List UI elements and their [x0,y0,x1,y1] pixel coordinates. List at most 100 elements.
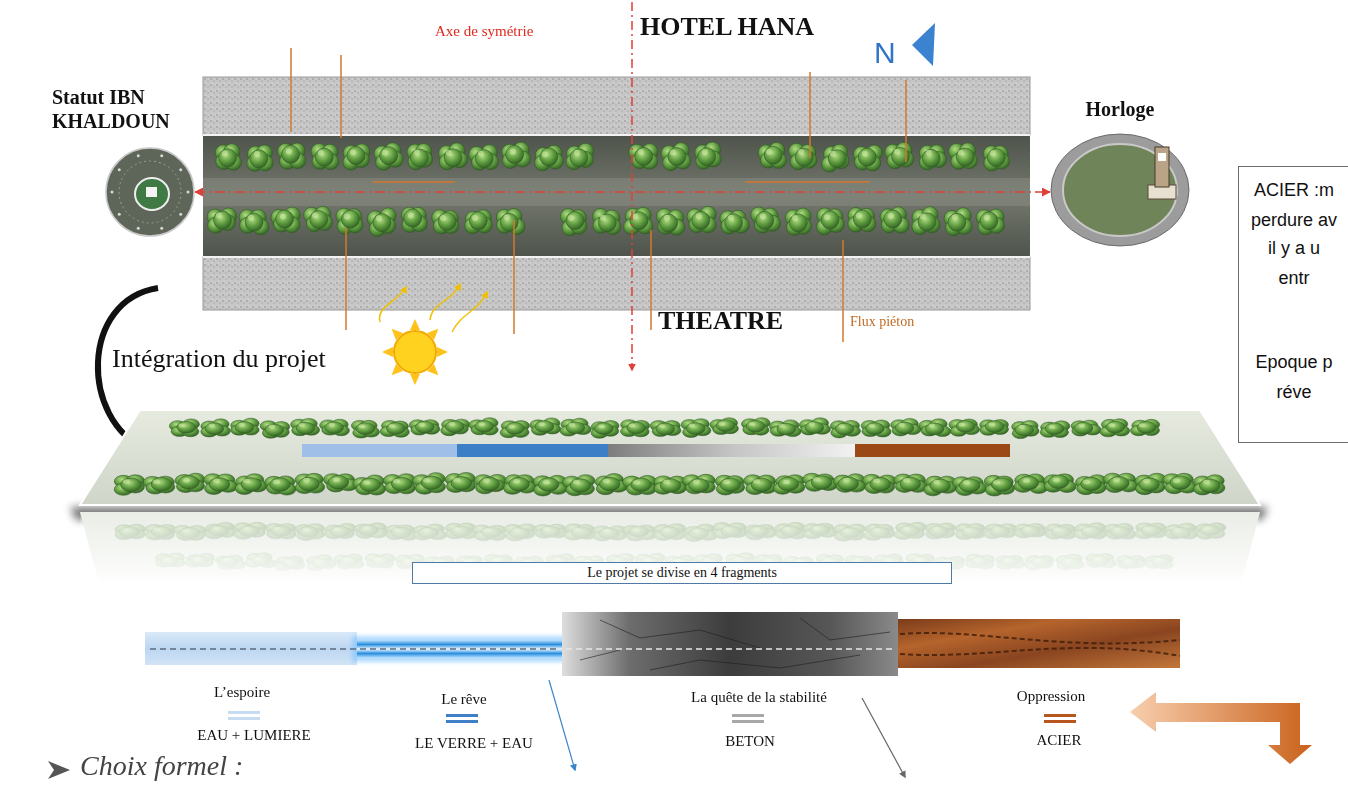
illustration-part [638,149,644,155]
tree [891,418,921,435]
illustration-part [270,478,291,492]
illustration-part [629,424,635,428]
illustration-part [380,147,398,165]
illustration-part [686,423,705,435]
illustration-part [510,149,516,155]
tree [595,474,627,495]
tree [1100,419,1130,437]
tree [894,474,927,492]
illustration-part [631,478,652,492]
illustration-part [756,211,774,229]
lamp [160,227,163,230]
tree [343,144,370,170]
tree [773,475,804,494]
illustration-part [599,477,620,491]
illustration-part [410,319,420,330]
illustration-part [692,211,710,229]
illustration-part [753,479,760,484]
illustration-part [345,228,347,330]
illustration-part [1083,480,1090,485]
illustration-part [1109,423,1115,427]
roundabout-shape [105,147,195,237]
illustration-part [948,213,966,231]
illustration-part [444,149,462,167]
legend-swatch [446,714,478,723]
tree [441,419,470,436]
tree [323,474,357,492]
tree [1014,474,1048,494]
tree [311,143,339,169]
illustration-part [356,423,375,435]
illustration-part [329,423,335,427]
tree [260,421,290,438]
illustration-part [580,618,890,670]
tree [720,210,749,234]
tree [863,474,897,493]
illustration-part [821,211,839,229]
illustration-part [80,512,1260,588]
caption-text: Le projet se divise en 4 fragments [587,564,777,582]
illustration-part [290,48,292,132]
illustration-part [153,480,160,485]
tree [439,143,468,170]
tree [1163,473,1197,493]
illustration-part [873,478,880,483]
illustration-part [302,444,457,457]
illustration-part [419,423,425,427]
illustration-part [862,151,868,157]
north-arrow [912,23,935,66]
legend-text: La quête de la stabilité [691,689,827,706]
roundabout-path [119,161,181,223]
illustration-part [276,210,294,228]
lamp [187,191,190,194]
illustration-part [843,478,850,483]
illustration-part [922,149,940,167]
tree [412,473,445,495]
caption-box: Le projet se divise en 4 fragments [412,562,952,584]
sun-symbol [382,319,448,385]
illustration-part [993,480,1000,485]
illustration-part [475,150,493,168]
illustration-part [360,478,381,492]
illustration-part [828,150,846,168]
site-plan [203,77,1030,310]
illustration-part [380,287,406,322]
illustration-part [900,477,921,491]
tree [503,475,535,495]
illustration-part [835,423,854,435]
illustration-part [469,212,487,230]
tree [984,475,1014,496]
illustration-part [566,422,585,434]
illustration-part [959,423,965,427]
illustration-part [179,424,185,428]
illustration-part [670,150,676,156]
illustration-part [243,479,250,484]
illustration-part [569,423,575,427]
place-name: THEATRE [658,306,783,336]
illustration-part [930,479,951,493]
tree [383,474,415,494]
tree [983,146,1009,171]
illustration-part [282,145,300,163]
illustration-part [80,512,1260,588]
clock-roundabout: Horloge [1050,133,1190,247]
illustration-part [286,149,292,155]
tree [353,475,386,495]
lamp [179,168,182,171]
tree [1040,421,1070,438]
illustration-part [900,633,1180,643]
illustration-part [839,424,845,428]
illustration-part [483,478,490,483]
illustration-part [151,477,172,491]
tree [291,418,320,435]
lamp [179,213,182,216]
tree [833,474,865,493]
illustration-part [689,479,710,493]
illustration-part [600,620,760,648]
flow-label: Flux piéton [850,314,914,330]
tree [409,420,440,435]
north-letter: N [874,36,896,71]
illustration-part [312,213,318,219]
legend-text: L’espoire [214,684,270,701]
